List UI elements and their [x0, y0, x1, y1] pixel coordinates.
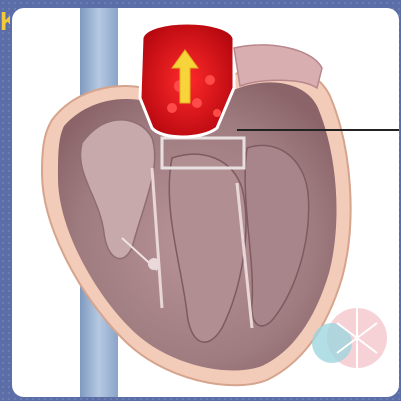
heart-cross-section-illustration [12, 8, 399, 397]
illustration-frame [12, 8, 399, 397]
corner-letter: K [0, 6, 10, 36]
